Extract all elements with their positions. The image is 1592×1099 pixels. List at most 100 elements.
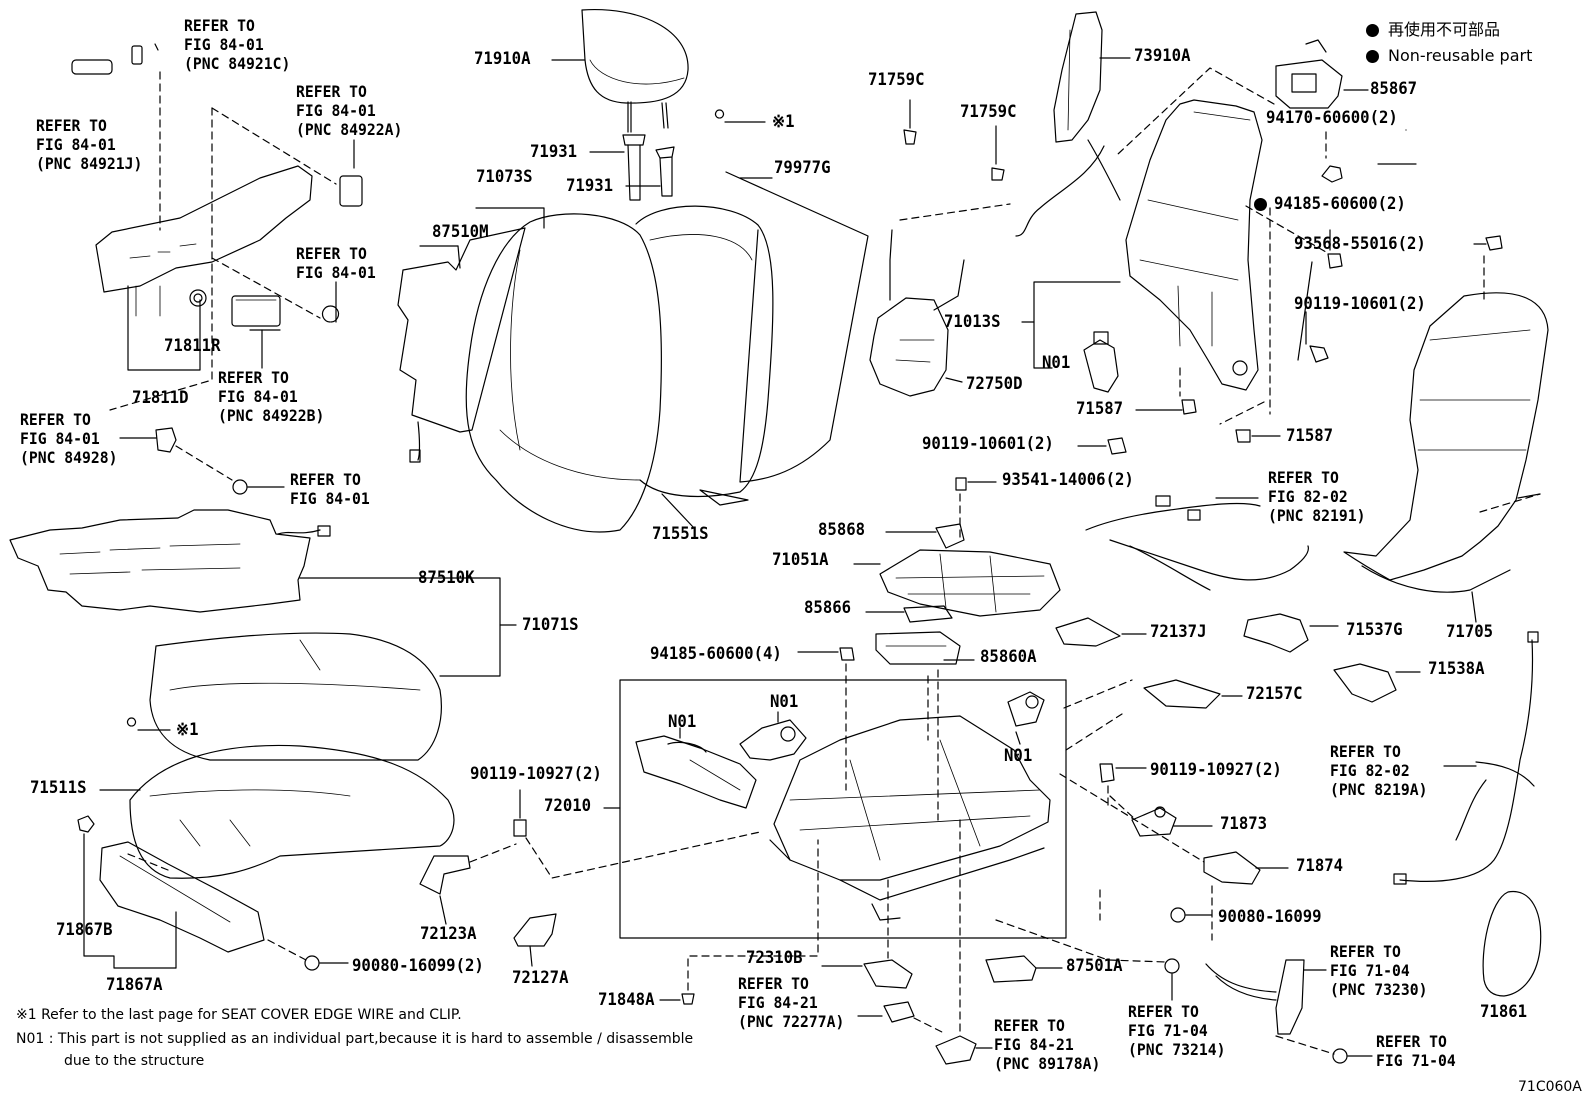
refer-84928[interactable]: REFER TO FIG 84-01 (PNC 84928): [20, 410, 117, 467]
label-90119-b: 90119-10601(2): [922, 434, 1054, 454]
label-90119-d: 90119-10927(2): [470, 764, 602, 784]
label-90119-a: 90119-10601(2): [1294, 294, 1426, 314]
headrest-71910A: [581, 8, 689, 133]
refer-84922A-line1: REFER TO: [296, 82, 367, 101]
refer-72277A-line3: (PNC 72277A): [738, 1012, 845, 1031]
label-87510M: 87510M: [432, 222, 489, 242]
label-71073S: 71073S: [476, 167, 533, 187]
refer-84922B-line1: REFER TO: [218, 368, 289, 387]
seatback-pad-87510M: [397, 227, 526, 463]
refer-73214-line2: FIG 71-04: [1128, 1021, 1208, 1040]
refer-73214-line3: (PNC 73214): [1128, 1040, 1226, 1059]
refer-73230-line1: REFER TO: [1330, 942, 1401, 961]
label-87510K: 87510K: [418, 568, 475, 588]
refer-73230[interactable]: REFER TO FIG 71-04 (PNC 73230): [1330, 942, 1427, 999]
refer-84922B-line2: FIG 84-01: [218, 387, 298, 406]
switch-84922B: [231, 295, 281, 327]
seat-cushion-base-71511S: [129, 744, 455, 879]
headrest-guide-71931: [622, 134, 675, 201]
refer-82191[interactable]: REFER TO FIG 82-02 (PNC 82191): [1268, 468, 1365, 525]
bolt-90119a: [1309, 345, 1329, 363]
refer-8219A-line1: REFER TO: [1330, 742, 1401, 761]
refer-73230-line2: FIG 71-04: [1330, 961, 1410, 980]
label-N01-b: N01: [770, 692, 799, 712]
spring-71051A: [879, 549, 1061, 617]
refer-84921C-line2: FIG 84-01: [184, 35, 264, 54]
label-71811R: 71811R: [164, 336, 221, 356]
figure-code: 71C060A: [1518, 1079, 1582, 1095]
refer-84921C-line1: REFER TO: [184, 16, 255, 35]
label-94185-b: 94185-60600(4): [650, 644, 782, 664]
label-90080-a: 90080-16099: [1218, 907, 1322, 927]
bracket-85868: [935, 523, 965, 549]
label-71861: 71861: [1480, 1002, 1528, 1022]
legend-dot-1: [1366, 24, 1379, 37]
refer-84928-line3: (PNC 84928): [20, 448, 118, 467]
module-85867: [1275, 39, 1343, 109]
refer-84-01-screw[interactable]: REFER TO FIG 84-01: [290, 470, 370, 508]
label-N01-a: N01: [1042, 353, 1071, 373]
label-85868: 85868: [818, 520, 866, 540]
refer-84921C-line3: (PNC 84921C): [184, 54, 291, 73]
label-71051A: 71051A: [772, 550, 829, 570]
refer-84921J[interactable]: REFER TO FIG 84-01 (PNC 84921J): [36, 116, 142, 173]
label-71874: 71874: [1296, 856, 1344, 876]
refer-84921C[interactable]: REFER TO FIG 84-01 (PNC 84921C): [184, 16, 290, 73]
seat-cushion-71071S: [149, 632, 442, 761]
refer-84922B[interactable]: REFER TO FIG 84-01 (PNC 84922B): [218, 368, 324, 425]
label-94170: 94170-60600(2): [1266, 108, 1398, 128]
refer-84921J-line1: REFER TO: [36, 116, 107, 135]
label-71587-a: 71587: [1076, 399, 1124, 419]
legend-dot-2: [1366, 50, 1379, 63]
label-90080-b: 90080-16099(2): [352, 956, 484, 976]
label-71537G: 71537G: [1346, 620, 1403, 640]
recliner-motor: [1083, 331, 1119, 393]
label-71931-a: 71931: [530, 142, 578, 162]
refer-82191-line3: (PNC 82191): [1268, 506, 1366, 525]
seat-adjuster-72010: [769, 715, 1051, 921]
label-94185-a: 94185-60600(2): [1274, 194, 1406, 214]
refer-82191-line2: FIG 82-02: [1268, 487, 1348, 506]
label-71867A: 71867A: [106, 975, 163, 995]
refer-73214[interactable]: REFER TO FIG 71-04 (PNC 73214): [1128, 1002, 1225, 1059]
label-71910A: 71910A: [474, 49, 531, 69]
bracket-89178A: [935, 1035, 977, 1065]
footnote-n01: N01 : This part is not supplied as an in…: [16, 1031, 694, 1047]
refer-84-01-bolt[interactable]: REFER TO FIG 84-01: [296, 244, 376, 282]
label-90119-c: 90119-10927(2): [1150, 760, 1282, 780]
label-73910A: 73910A: [1134, 46, 1191, 66]
bolt-93541: [955, 477, 967, 491]
knob-71861: [1482, 890, 1542, 997]
refer-71-04-nut[interactable]: REFER TO FIG 71-04: [1376, 1032, 1456, 1070]
bracket-72137J: [1055, 617, 1121, 647]
label-N01-c: N01: [668, 712, 697, 732]
label-note-x1-b: ※1: [176, 720, 199, 740]
refer-84922A-line2: FIG 84-01: [296, 101, 376, 120]
refer-84922A[interactable]: REFER TO FIG 84-01 (PNC 84922A): [296, 82, 402, 139]
refer-89178A-line1: REFER TO: [994, 1016, 1065, 1035]
label-71811D: 71811D: [132, 388, 189, 408]
label-71867B: 71867B: [56, 920, 113, 940]
refer-73230-line3: (PNC 73230): [1330, 980, 1428, 999]
footnote-n01-cont: due to the structure: [64, 1053, 205, 1069]
label-71759C-a: 71759C: [868, 70, 925, 90]
seatback-cushion-71551S: [465, 213, 662, 533]
motor-left: [635, 735, 757, 809]
harness-8219A: [1393, 631, 1539, 885]
label-71538A: 71538A: [1428, 659, 1485, 679]
label-note-x1-a: ※1: [772, 112, 795, 132]
refer-82191-line1: REFER TO: [1268, 468, 1339, 487]
label-72010: 72010: [544, 796, 592, 816]
refer-8219A[interactable]: REFER TO FIG 82-02 (PNC 8219A): [1330, 742, 1427, 799]
label-85866: 85866: [804, 598, 852, 618]
refer-84928-line2: FIG 84-01: [20, 429, 100, 448]
seat-heater-87510K: [9, 509, 331, 613]
refer-89178A[interactable]: REFER TO FIG 84-21 (PNC 89178A): [994, 1016, 1100, 1073]
refer-72277A[interactable]: REFER TO FIG 84-21 (PNC 72277A): [738, 974, 844, 1031]
bracket-73910A: [1053, 11, 1121, 201]
seat-trim-71867A: [99, 841, 265, 953]
buckle-73230: [1205, 959, 1305, 1035]
refer-71-04-nut-line1: REFER TO: [1376, 1032, 1447, 1051]
bracket-72157C: [1143, 679, 1221, 709]
